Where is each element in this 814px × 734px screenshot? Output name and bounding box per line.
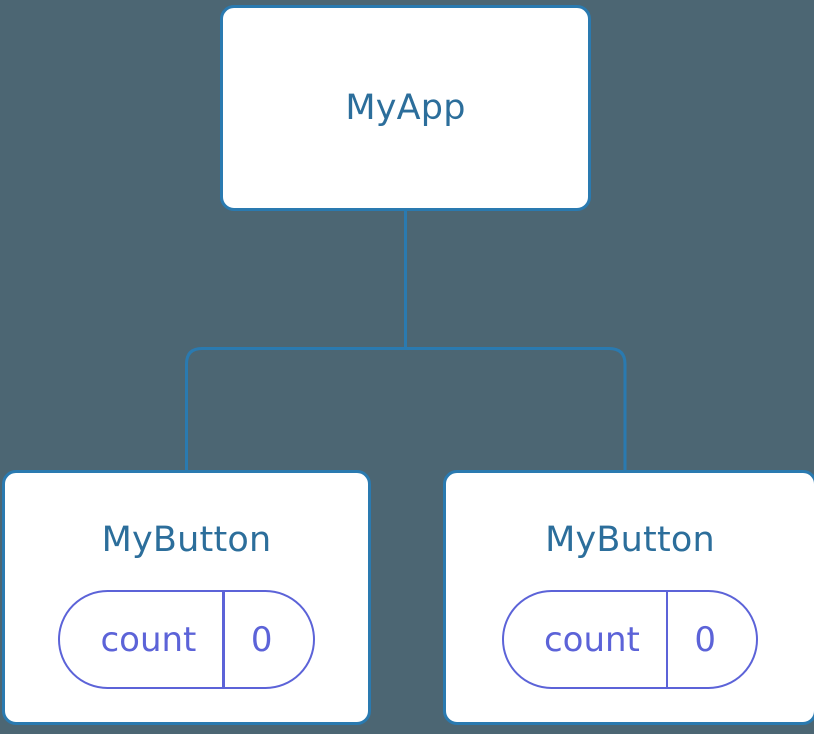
state-divider <box>665 592 669 687</box>
edge-to-right-child <box>405 347 627 472</box>
root-node-label: MyApp <box>345 87 466 128</box>
child-node-label: MyButton <box>101 520 272 560</box>
root-node[interactable]: MyApp <box>220 5 591 211</box>
state-value: 0 <box>250 619 273 660</box>
state-divider <box>222 592 225 687</box>
state-key: count <box>100 619 197 660</box>
edge-to-left-child <box>185 347 406 472</box>
child-node-right[interactable]: MyButton count 0 <box>443 470 814 725</box>
child-node-left[interactable]: MyButton count 0 <box>2 470 371 725</box>
state-value: 0 <box>694 619 717 660</box>
state-capsule[interactable]: count 0 <box>501 590 759 689</box>
state-key: count <box>543 619 640 660</box>
state-capsule[interactable]: count 0 <box>58 590 315 689</box>
child-node-label: MyButton <box>545 520 715 560</box>
